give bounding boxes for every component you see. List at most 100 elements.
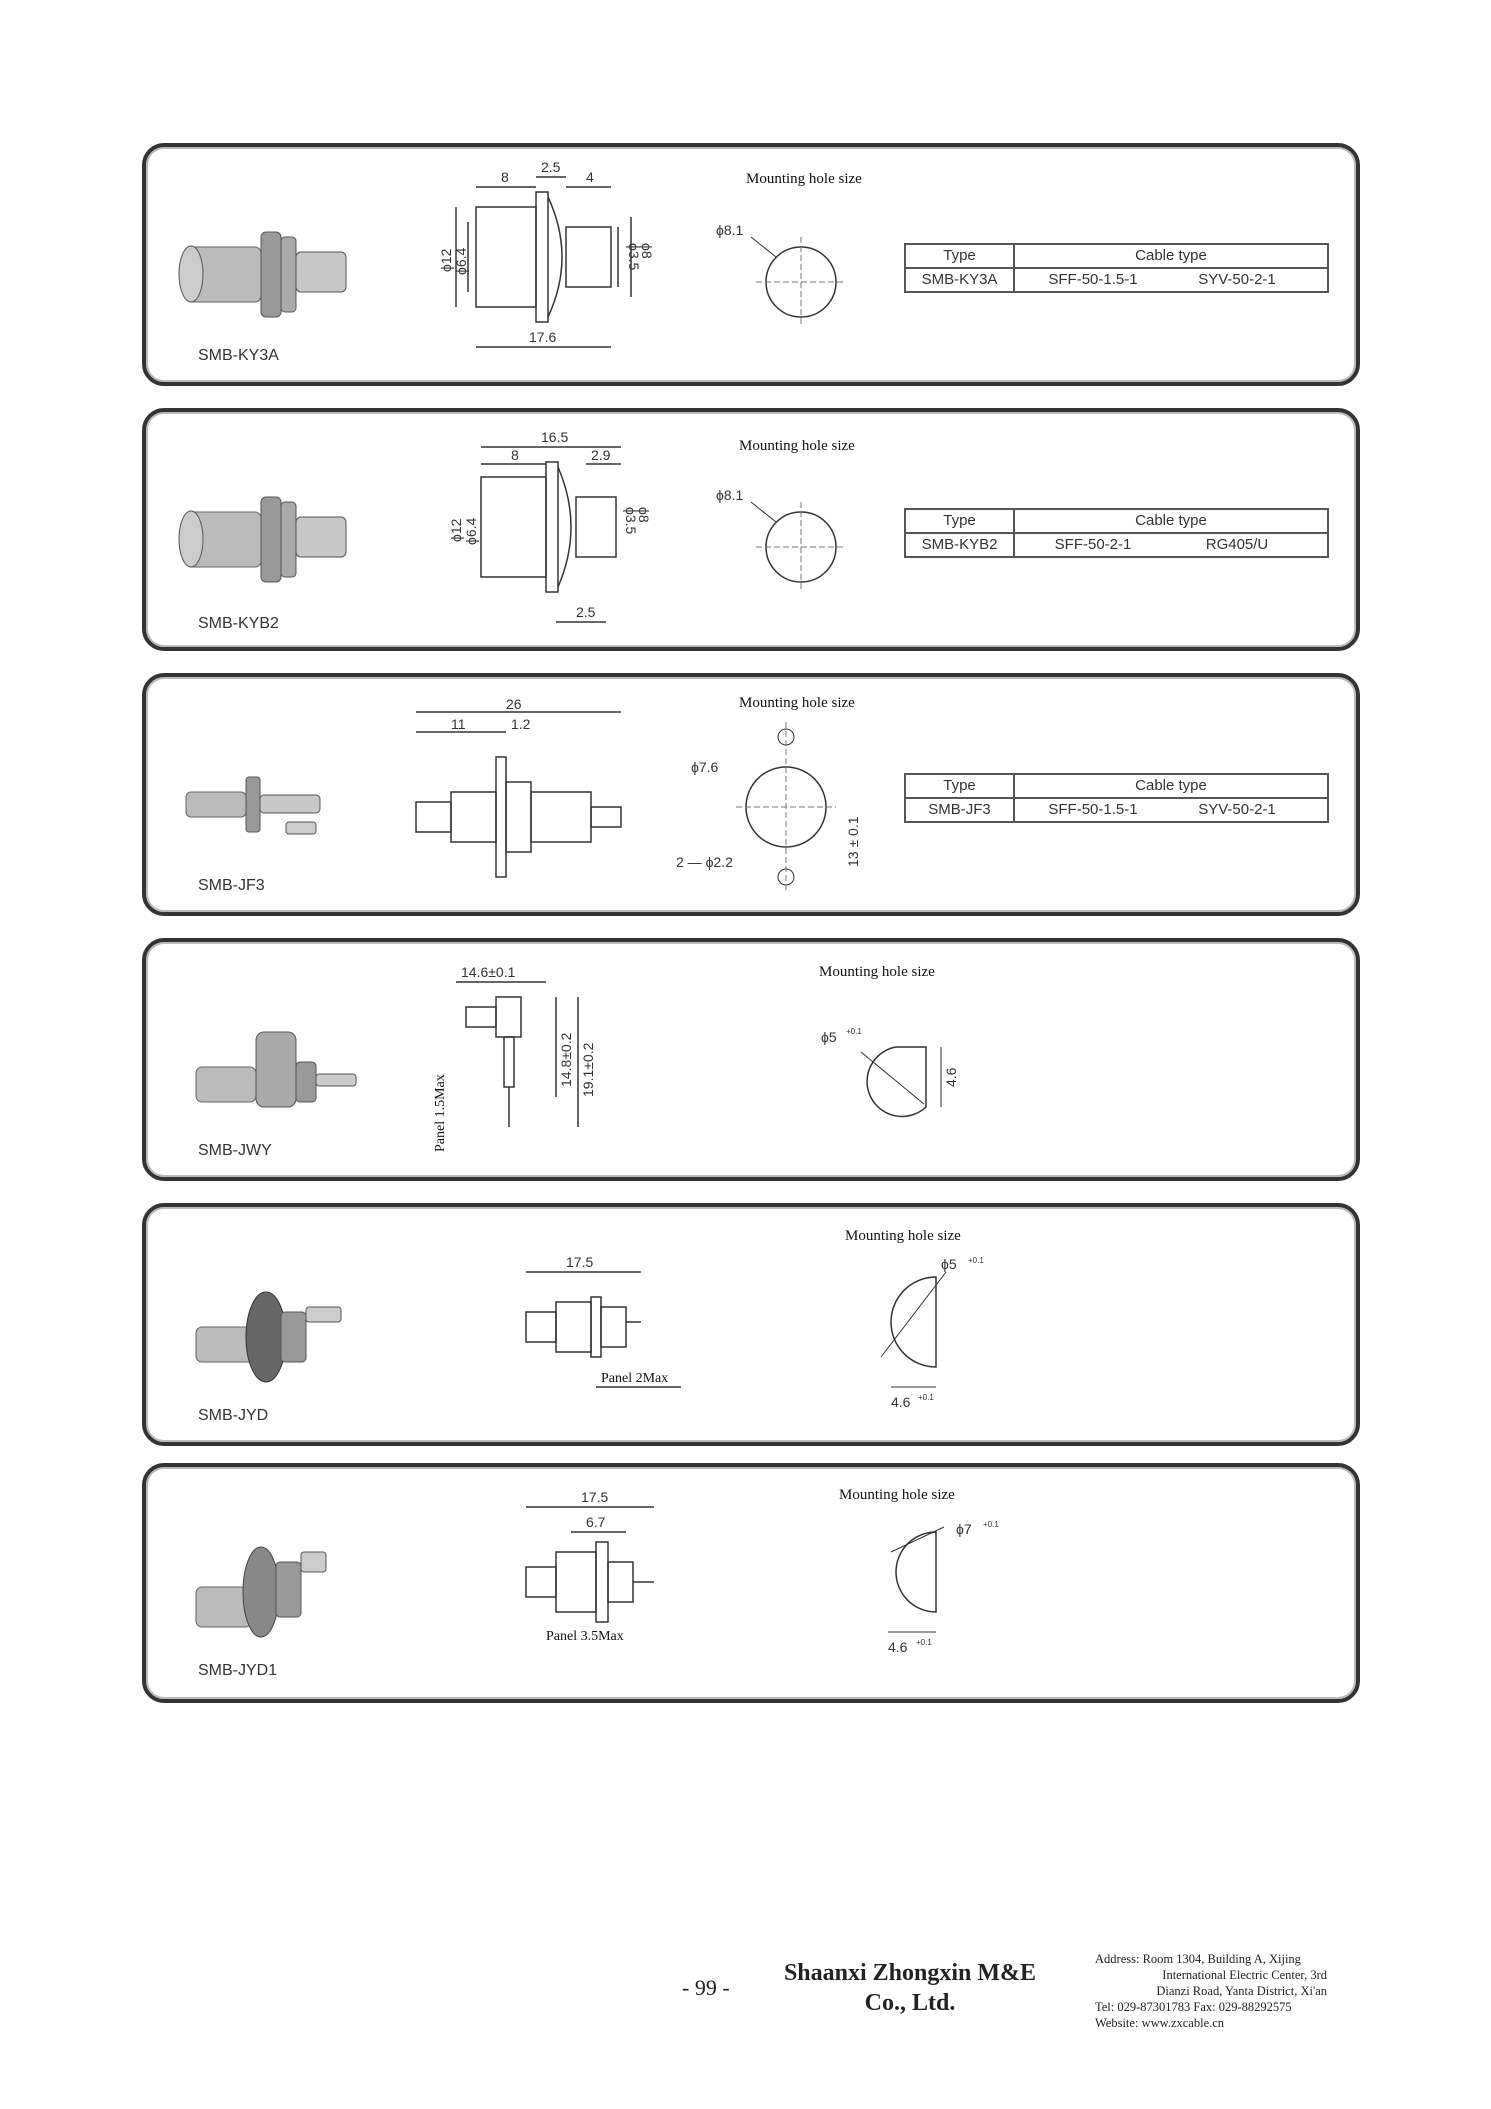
connector-photo bbox=[195, 1291, 342, 1383]
hole-diameter: ϕ7.6 bbox=[691, 759, 719, 775]
dim-length: 11 bbox=[451, 716, 466, 732]
cable-value: SYV-50-2-1 bbox=[1198, 271, 1276, 288]
address-website: Website: www.zxcable.cn bbox=[1095, 2016, 1225, 2030]
panel-thickness: Panel 1.5Max bbox=[433, 1074, 448, 1152]
mounting-hole-drawing: ϕ5 +0.1 4.6 +0.1 bbox=[880, 1257, 984, 1410]
connector-photo bbox=[195, 1546, 327, 1638]
cable-value: SFF-50-1.5-1 bbox=[1048, 801, 1138, 818]
dimension-drawing: 17.5 Panel 2Max bbox=[525, 1257, 681, 1388]
product-panel-smb-ky3a: SMB-KY3A 8 2.5 4 17.6 ϕ12 ϕ6.4 ϕ3.5 ϕ8 M… bbox=[142, 143, 1360, 386]
address-line: Address: Room 1304, Building A, Xijing bbox=[1095, 1952, 1301, 1966]
hole-flat: 4.6 bbox=[888, 1639, 908, 1655]
cable-value: SFF-50-1.5-1 bbox=[1048, 271, 1138, 288]
dim-length: 14.6±0.1 bbox=[461, 964, 516, 980]
mounting-hole-title: Mounting hole size bbox=[845, 1228, 961, 1244]
model-label: SMB-JWY bbox=[198, 1142, 272, 1159]
mounting-hole-drawing: ϕ7.6 2 — ϕ2.2 13 ± 0.1 bbox=[676, 722, 861, 892]
company-name: Shaanxi Zhongxin M&E Co., Ltd. bbox=[760, 1958, 1060, 2018]
dim-dia-pin: ϕ3.5 bbox=[626, 243, 642, 271]
cable-value: SYV-50-2-1 bbox=[1198, 801, 1276, 818]
dim-height-panel: 14.8±0.2 bbox=[558, 1032, 574, 1087]
hole-tolerance: +0.1 bbox=[846, 1027, 862, 1036]
type-header: Type bbox=[904, 773, 1015, 799]
cable-header: Cable type bbox=[1013, 243, 1329, 269]
product-panel-smb-jyd: SMB-JYD 17.5 Panel 2Max Mounting hole si… bbox=[142, 1203, 1360, 1446]
model-label: SMB-JYD1 bbox=[198, 1662, 278, 1679]
flat-tolerance: +0.1 bbox=[916, 1638, 932, 1647]
connector-photo bbox=[178, 231, 347, 318]
product-panel-smb-kyb2: SMB-KYB2 16.5 8 2.9 2.5 ϕ12 ϕ6.4 ϕ3.5 ϕ8… bbox=[142, 408, 1360, 651]
cable-header: Cable type bbox=[1013, 508, 1329, 534]
hole-diameter: ϕ8.1 bbox=[716, 487, 744, 503]
dim-dia-tail: ϕ8 bbox=[636, 507, 652, 523]
dimension-drawing: 26 11 1.2 bbox=[415, 697, 622, 878]
connector-photo bbox=[178, 496, 347, 583]
company-address: Address: Room 1304, Building A, Xijing I… bbox=[1095, 1951, 1355, 2031]
dim-length: 17.5 bbox=[581, 1489, 608, 1505]
spec-table: Type Cable type SMB-JF3 SFF-50-1.5-1 SYV-… bbox=[904, 773, 1329, 823]
dim-dia-inner: ϕ6.4 bbox=[463, 517, 479, 545]
mounting-hole-title: Mounting hole size bbox=[819, 964, 935, 980]
address-line: International Electric Center, 3rd bbox=[1162, 1968, 1327, 1982]
dim-total: 17.6 bbox=[529, 329, 556, 345]
dim-body: 6.7 bbox=[586, 1514, 606, 1530]
panel-thickness: Panel 3.5Max bbox=[546, 1629, 624, 1642]
hole-tolerance: +0.1 bbox=[968, 1257, 984, 1265]
dim-dia-outer: ϕ12 bbox=[448, 518, 464, 542]
model-label: SMB-JYD bbox=[198, 1407, 269, 1424]
mounting-hole-drawing: ϕ5 +0.1 4.6 bbox=[821, 1027, 959, 1118]
dim-height-total: 19.1±0.2 bbox=[580, 1042, 596, 1097]
cable-values: SFF-50-1.5-1 SYV-50-2-1 bbox=[1013, 267, 1329, 293]
dim-length: 8 bbox=[511, 447, 519, 463]
hole-diameter: ϕ7 bbox=[956, 1521, 972, 1537]
panel-thickness: Panel 2Max bbox=[601, 1371, 668, 1386]
mounting-hole-title: Mounting hole size bbox=[746, 171, 862, 187]
dim-length: 17.5 bbox=[566, 1257, 593, 1270]
dimension-drawing: 17.5 6.7 Panel 3.5Max bbox=[525, 1489, 654, 1642]
hole-spacing: 13 ± 0.1 bbox=[845, 816, 861, 867]
dim-dia-tail: ϕ8 bbox=[639, 243, 655, 259]
model-label: SMB-KY3A bbox=[198, 347, 279, 364]
model-label: SMB-KYB2 bbox=[198, 615, 279, 632]
company-name-line1: Shaanxi Zhongxin M&E bbox=[783, 1960, 1037, 1986]
type-value: SMB-JF3 bbox=[904, 797, 1015, 823]
mounting-hole-title: Mounting hole size bbox=[739, 438, 855, 454]
mounting-hole-drawing: ϕ7 +0.1 4.6 +0.1 bbox=[888, 1520, 999, 1655]
cable-value: RG405/U bbox=[1205, 536, 1269, 553]
flat-tolerance: +0.1 bbox=[918, 1393, 934, 1402]
hole-flat: 4.6 bbox=[943, 1067, 959, 1087]
dimension-drawing: 8 2.5 4 17.6 ϕ12 ϕ6.4 ϕ3.5 ϕ8 bbox=[438, 159, 655, 348]
dimension-drawing: 14.6±0.1 14.8±0.2 19.1±0.2 Panel 1.5Max bbox=[433, 964, 596, 1152]
dimension-drawing: 16.5 8 2.9 2.5 ϕ12 ϕ6.4 ϕ3.5 ϕ8 bbox=[448, 429, 652, 623]
type-value: SMB-KYB2 bbox=[904, 532, 1015, 558]
hole-count-diameter: 2 — ϕ2.2 bbox=[676, 854, 733, 870]
address-line: Dianzi Road, Yanta District, Xi'an bbox=[1156, 1984, 1327, 1998]
mounting-hole-title: Mounting hole size bbox=[839, 1487, 955, 1503]
cable-values: SFF-50-1.5-1 SYV-50-2-1 bbox=[1013, 797, 1329, 823]
dim-flange: 2.5 bbox=[541, 159, 561, 175]
page-number: - 99 - bbox=[682, 1975, 730, 2000]
hole-tolerance: +0.1 bbox=[983, 1520, 999, 1529]
hole-diameter: ϕ5 bbox=[821, 1029, 837, 1045]
hole-flat: 4.6 bbox=[891, 1394, 911, 1410]
mounting-hole-title: Mounting hole size bbox=[739, 695, 855, 711]
product-panel-smb-jyd1: SMB-JYD1 17.5 6.7 Panel 3.5Max Mounting … bbox=[142, 1463, 1360, 1703]
dim-flange: 1.2 bbox=[511, 716, 531, 732]
address-phone: Tel: 029-87301783 Fax: 029-88292575 bbox=[1095, 2000, 1292, 2014]
mounting-hole-drawing: ϕ8.1 bbox=[716, 222, 846, 327]
dim-total: 26 bbox=[506, 697, 522, 712]
connector-photo bbox=[195, 1031, 357, 1108]
dim-tail: 2.9 bbox=[591, 447, 611, 463]
hole-diameter: ϕ8.1 bbox=[716, 222, 744, 238]
model-label: SMB-JF3 bbox=[198, 877, 265, 894]
dim-length: 8 bbox=[501, 169, 509, 185]
dim-flange: 2.5 bbox=[576, 604, 596, 620]
product-panel-smb-jf3: SMB-JF3 26 11 1.2 Mounting hole size ϕ7.… bbox=[142, 673, 1360, 916]
dim-dia-inner: ϕ6.4 bbox=[453, 247, 469, 275]
company-name-line2: Co., Ltd. bbox=[864, 1990, 956, 2016]
cable-header: Cable type bbox=[1013, 773, 1329, 799]
type-header: Type bbox=[904, 508, 1015, 534]
